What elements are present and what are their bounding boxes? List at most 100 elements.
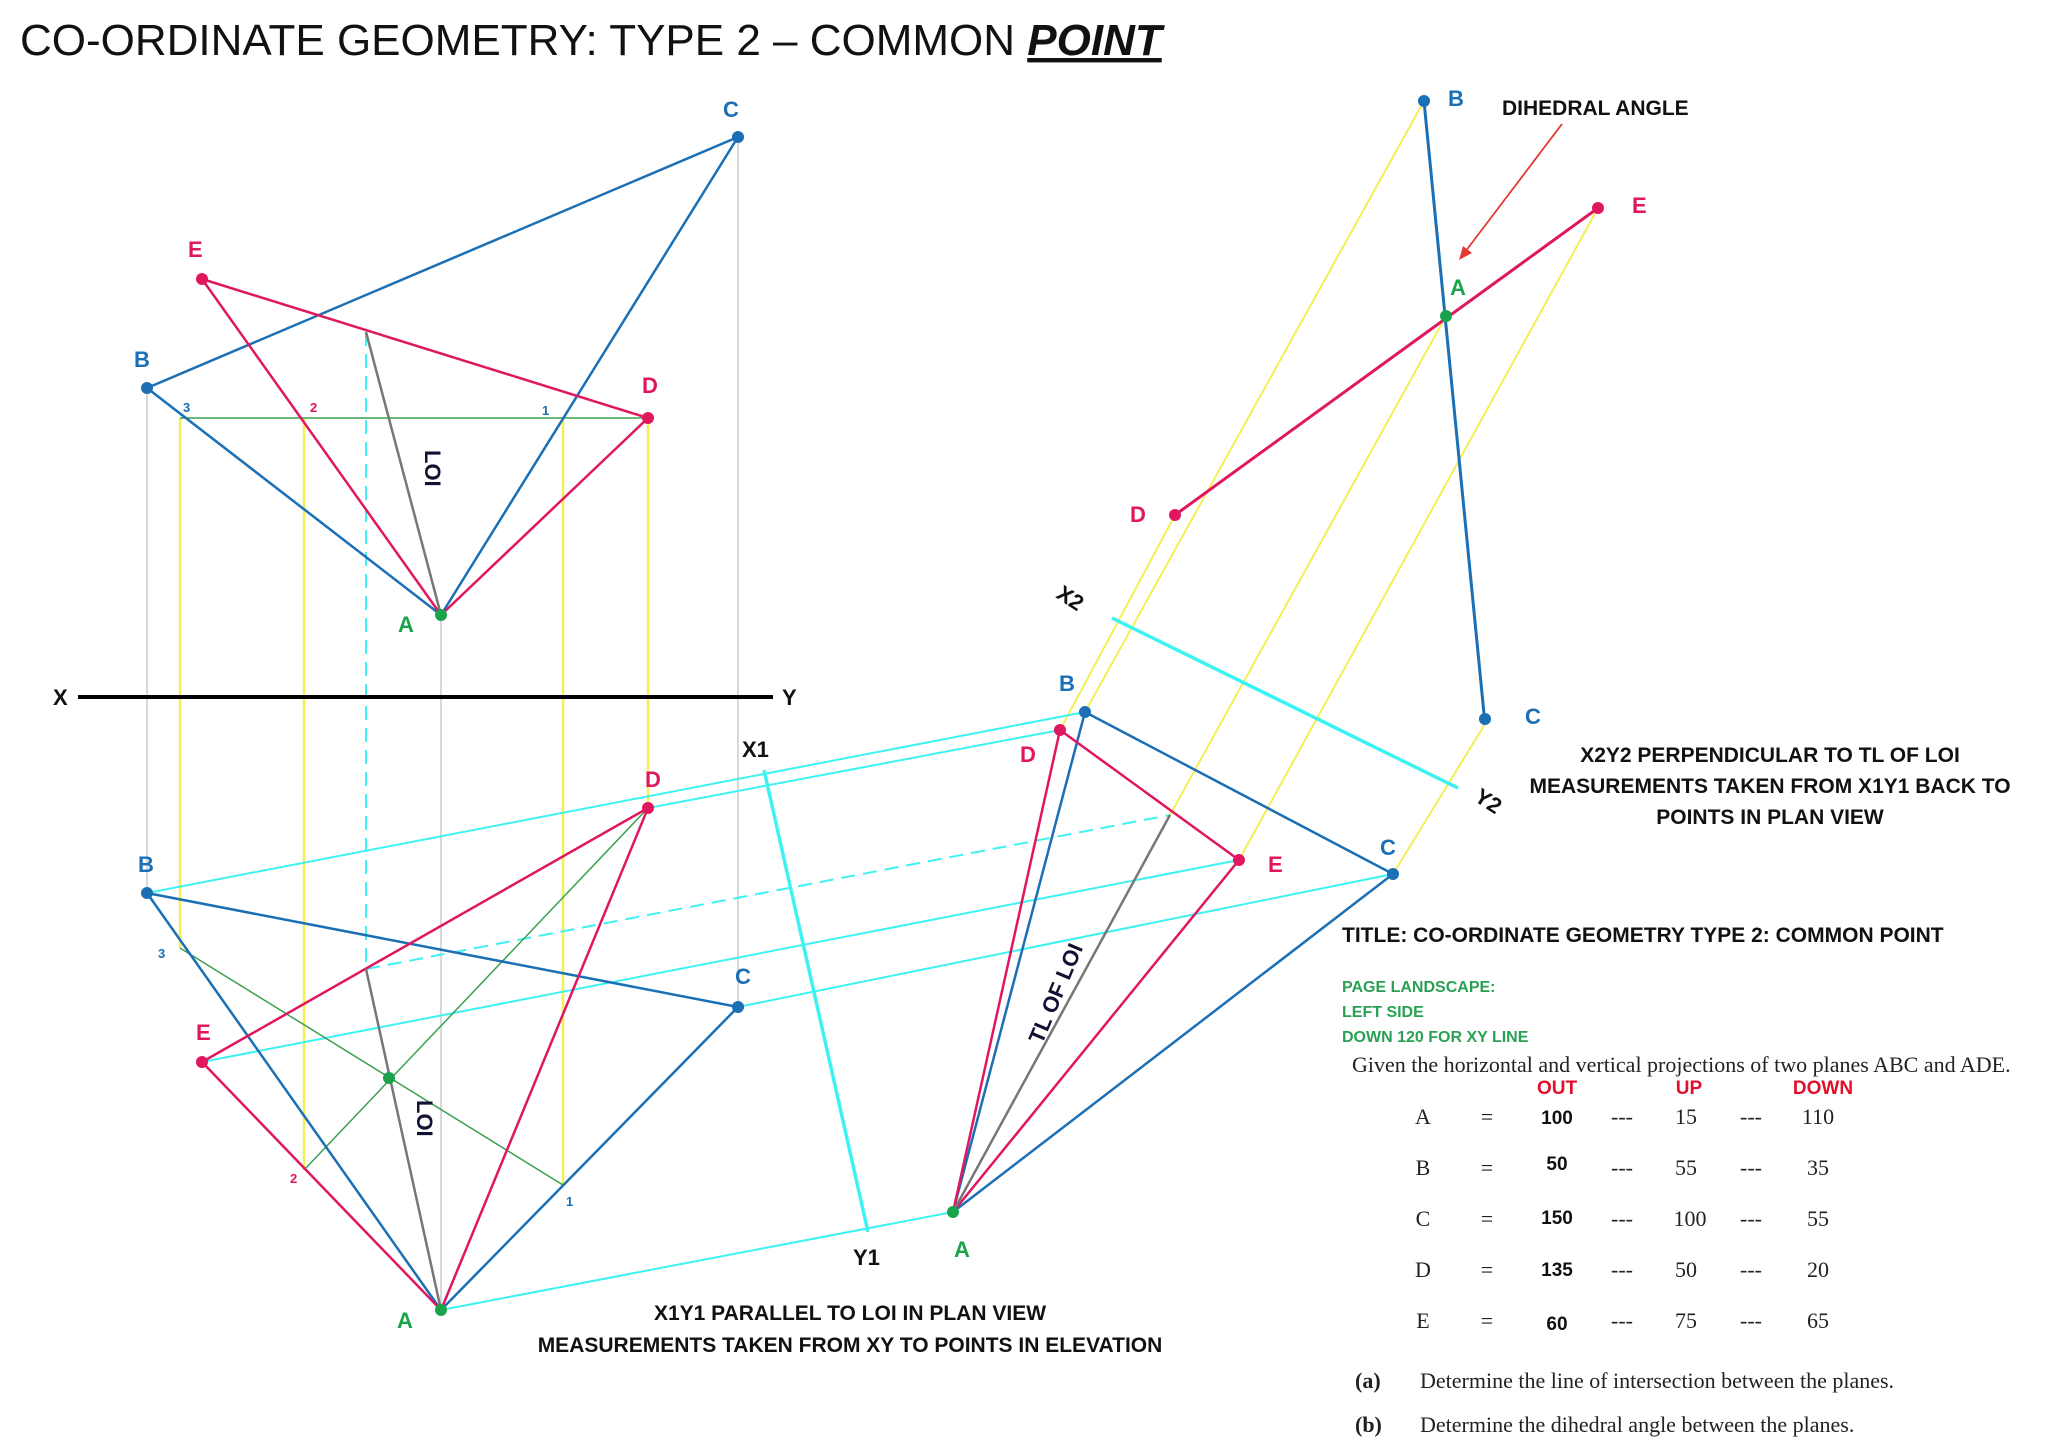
label-y: Y <box>782 685 797 710</box>
plan-point-e <box>196 1056 208 1068</box>
grey-projectors <box>146 137 739 1310</box>
title-prefix: CO-ORDINATE GEOMETRY: TYPE 2 – COMMON <box>20 16 1027 65</box>
note-x2y2-line2: MEASUREMENTS TAKEN FROM X1Y1 BACK TO <box>1529 775 2010 798</box>
dihedral-arrow-line <box>1464 123 1563 253</box>
row-c-up: 100 <box>1674 1206 1707 1231</box>
plan-edge-ca <box>440 1006 739 1311</box>
row-e-point: E <box>1416 1308 1429 1333</box>
plan-edge-ba <box>145 892 443 1311</box>
aux1-edge-da <box>951 729 1062 1213</box>
elev-loi-label: LOI <box>420 450 445 487</box>
info-page-1: LEFT SIDE <box>1342 1004 1424 1021</box>
aux1-points <box>947 706 1399 1218</box>
plan-edge-ea <box>201 1061 442 1311</box>
row-e-down: 65 <box>1807 1308 1829 1333</box>
elev-num-1: 1 <box>542 403 549 418</box>
row-a-sep2: --- <box>1740 1104 1762 1129</box>
row-d-eq: = <box>1481 1257 1493 1282</box>
coordinate-table: A = 100 --- 15 --- 110 B = 50 --- 55 ---… <box>1415 1104 1834 1335</box>
elev-edge-ab <box>146 387 442 616</box>
aux2-label-a: A <box>1450 275 1466 300</box>
plan-points <box>141 802 744 1316</box>
question-b-letter: (b) <box>1355 1412 1382 1437</box>
aux-projector-c <box>1392 723 1486 875</box>
plan-edge-ed <box>201 806 649 1064</box>
row-a-out: 100 <box>1541 1108 1573 1129</box>
elev-label-d: D <box>642 373 658 398</box>
plan-construction-d2 <box>303 807 649 1171</box>
elev-label-a: A <box>398 612 414 637</box>
label-x2: X2 <box>1052 580 1088 616</box>
plan-label-a: A <box>397 1308 413 1333</box>
row-b-out: 50 <box>1546 1154 1567 1175</box>
aux2-label-b: B <box>1448 86 1464 111</box>
elev-num-2: 2 <box>310 400 317 415</box>
info-page-0: PAGE LANDSCAPE: <box>1342 979 1496 996</box>
elev-point-d <box>642 412 654 424</box>
cyan-projector-d <box>647 729 1061 809</box>
row-a-point: A <box>1415 1104 1431 1129</box>
x1y1-line <box>762 769 870 1233</box>
row-c-eq: = <box>1481 1206 1493 1231</box>
plan-label-b: B <box>138 852 154 877</box>
row-a-up: 15 <box>1675 1104 1697 1129</box>
cyan-projector-loi <box>365 814 1171 970</box>
plan-point-d <box>642 802 654 814</box>
plan-num-2: 2 <box>290 1171 297 1186</box>
aux1-label-b: B <box>1059 671 1075 696</box>
plan-plane-ade <box>201 806 650 1311</box>
aux1-edge-ba <box>951 711 1087 1213</box>
yellow-projectors-vertical <box>178 418 650 1185</box>
aux1-plane-abc <box>951 710 1394 1213</box>
row-d-sep1: --- <box>1611 1257 1633 1282</box>
aux1-label-d: D <box>1020 742 1036 767</box>
cyan-projector-b <box>146 711 1086 894</box>
row-b-point: B <box>1416 1155 1431 1180</box>
aux-projector-e <box>1238 207 1599 861</box>
plan-point-c <box>732 1001 744 1013</box>
aux2-edge-bc <box>1422 100 1487 725</box>
aux2-edge-de <box>1174 206 1599 517</box>
header-out: OUT <box>1537 1078 1578 1099</box>
elev-label-b: B <box>134 347 150 372</box>
plan-construction-lines <box>179 807 649 1186</box>
problem-intro: Given the horizontal and vertical projec… <box>1352 1052 2011 1077</box>
aux1-point-e <box>1233 854 1245 866</box>
aux2-label-c: C <box>1525 704 1541 729</box>
row-c-down: 55 <box>1807 1206 1829 1231</box>
elev-label-e: E <box>188 237 203 262</box>
aux1-point-b <box>1079 706 1091 718</box>
label-x: X <box>53 685 68 710</box>
note-x2y2-line1: X2Y2 PERPENDICULAR TO TL OF LOI <box>1580 744 1960 767</box>
elev-edge-da <box>440 417 649 616</box>
aux2-point-e <box>1592 202 1604 214</box>
question-a-text: Determine the line of intersection betwe… <box>1420 1368 1894 1393</box>
aux2-point-a <box>1440 310 1452 322</box>
label-y1: Y1 <box>853 1245 880 1270</box>
title-emphasis: POINT <box>1027 16 1165 65</box>
row-c-sep2: --- <box>1740 1206 1762 1231</box>
row-d-out: 135 <box>1541 1260 1573 1281</box>
aux-projector-b <box>1084 100 1425 713</box>
aux1-point-a <box>947 1206 959 1218</box>
question-b-text: Determine the dihedral angle between the… <box>1420 1412 1854 1437</box>
plan-num-3: 3 <box>158 946 165 961</box>
plan-edge-da <box>439 807 650 1311</box>
tl-loi-label: TL OF LOI <box>1024 940 1088 1047</box>
x2y2-line <box>1111 616 1459 790</box>
header-down: DOWN <box>1793 1078 1853 1099</box>
aux1-edge-ca <box>952 873 1394 1213</box>
plan-label-e: E <box>196 1020 211 1045</box>
row-d-sep2: --- <box>1740 1257 1762 1282</box>
row-b-eq: = <box>1481 1155 1493 1180</box>
dihedral-arrow-head <box>1459 246 1472 260</box>
elev-point-a <box>435 609 447 621</box>
plan-label-c: C <box>735 964 751 989</box>
elev-edge-bc <box>146 135 739 390</box>
row-d-up: 50 <box>1675 1257 1697 1282</box>
plan-label-d: D <box>645 767 661 792</box>
row-a-sep1: --- <box>1611 1104 1633 1129</box>
elev-edge-ae <box>200 278 443 616</box>
header-up: UP <box>1676 1078 1703 1099</box>
